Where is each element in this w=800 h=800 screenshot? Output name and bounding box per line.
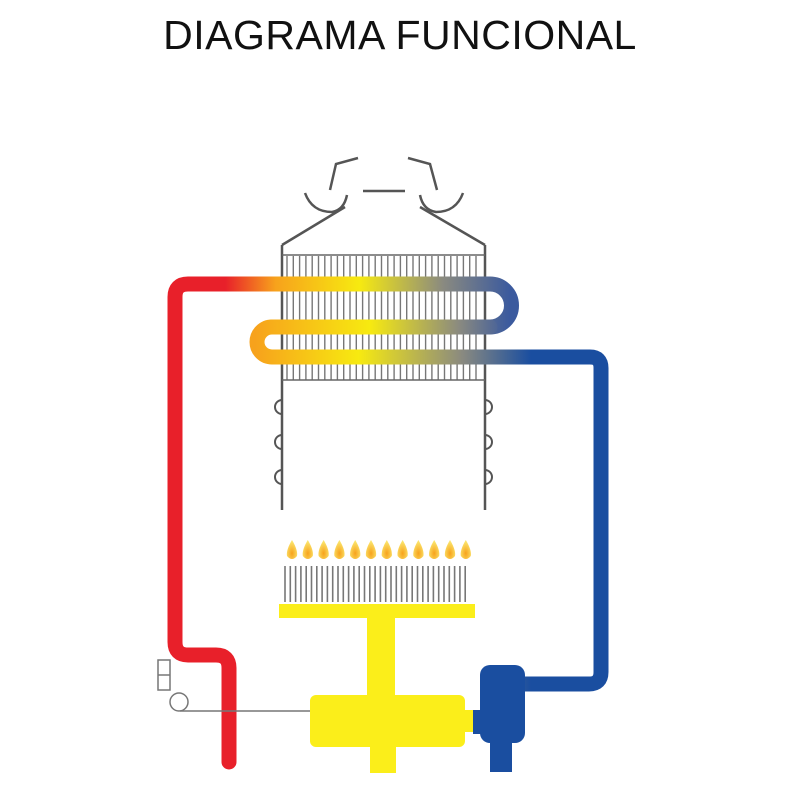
side-coils (274, 399, 493, 485)
flame-icon (460, 540, 471, 559)
water-valve (473, 665, 525, 772)
flame-icon (429, 540, 440, 559)
flame-icon (350, 540, 361, 559)
flame-icon (334, 540, 345, 559)
flow-sensor (157, 659, 312, 712)
gas-manifold (279, 604, 475, 773)
exchanger-tube-bottom (249, 319, 609, 692)
flame-icon (286, 540, 298, 559)
flame-icon (381, 540, 392, 559)
heat-exchanger-frame (282, 254, 485, 381)
flame-icon (444, 540, 456, 559)
diagram-title: DIAGRAMA FUNCIONAL (163, 12, 637, 58)
flame-icon (302, 540, 313, 559)
flame-icon (365, 540, 377, 559)
burner-flames (286, 540, 471, 559)
burner-jets (284, 566, 467, 602)
hot-water-outlet-pipe (167, 276, 248, 770)
exchanger-tube-top (222, 276, 519, 335)
flame-icon (397, 540, 408, 559)
flame-icon (318, 540, 329, 559)
flame-icon (413, 540, 424, 559)
